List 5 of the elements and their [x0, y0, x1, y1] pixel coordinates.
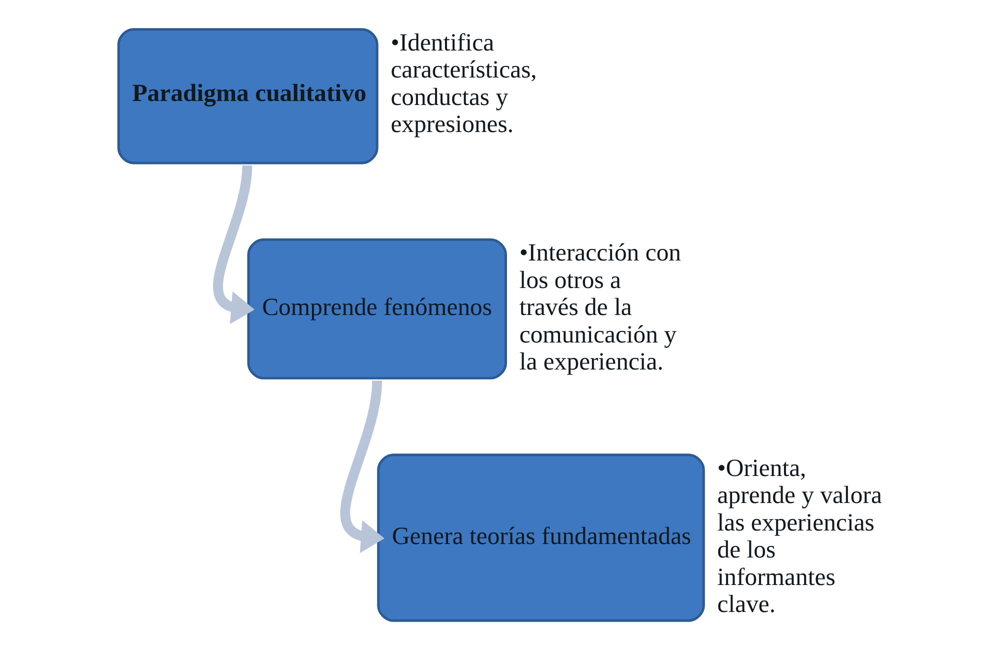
node-label: •Identifica características, conductas y expresiones. — [390, 29, 536, 138]
arrow — [212, 165, 254, 324]
arrow — [340, 380, 384, 554]
node-label: •Orienta, aprende y valora las experiencias de los informantes clave. — [716, 454, 882, 618]
node-label: •Interacción con los otros a través de la comunicación y la experiencia. — [518, 240, 681, 376]
